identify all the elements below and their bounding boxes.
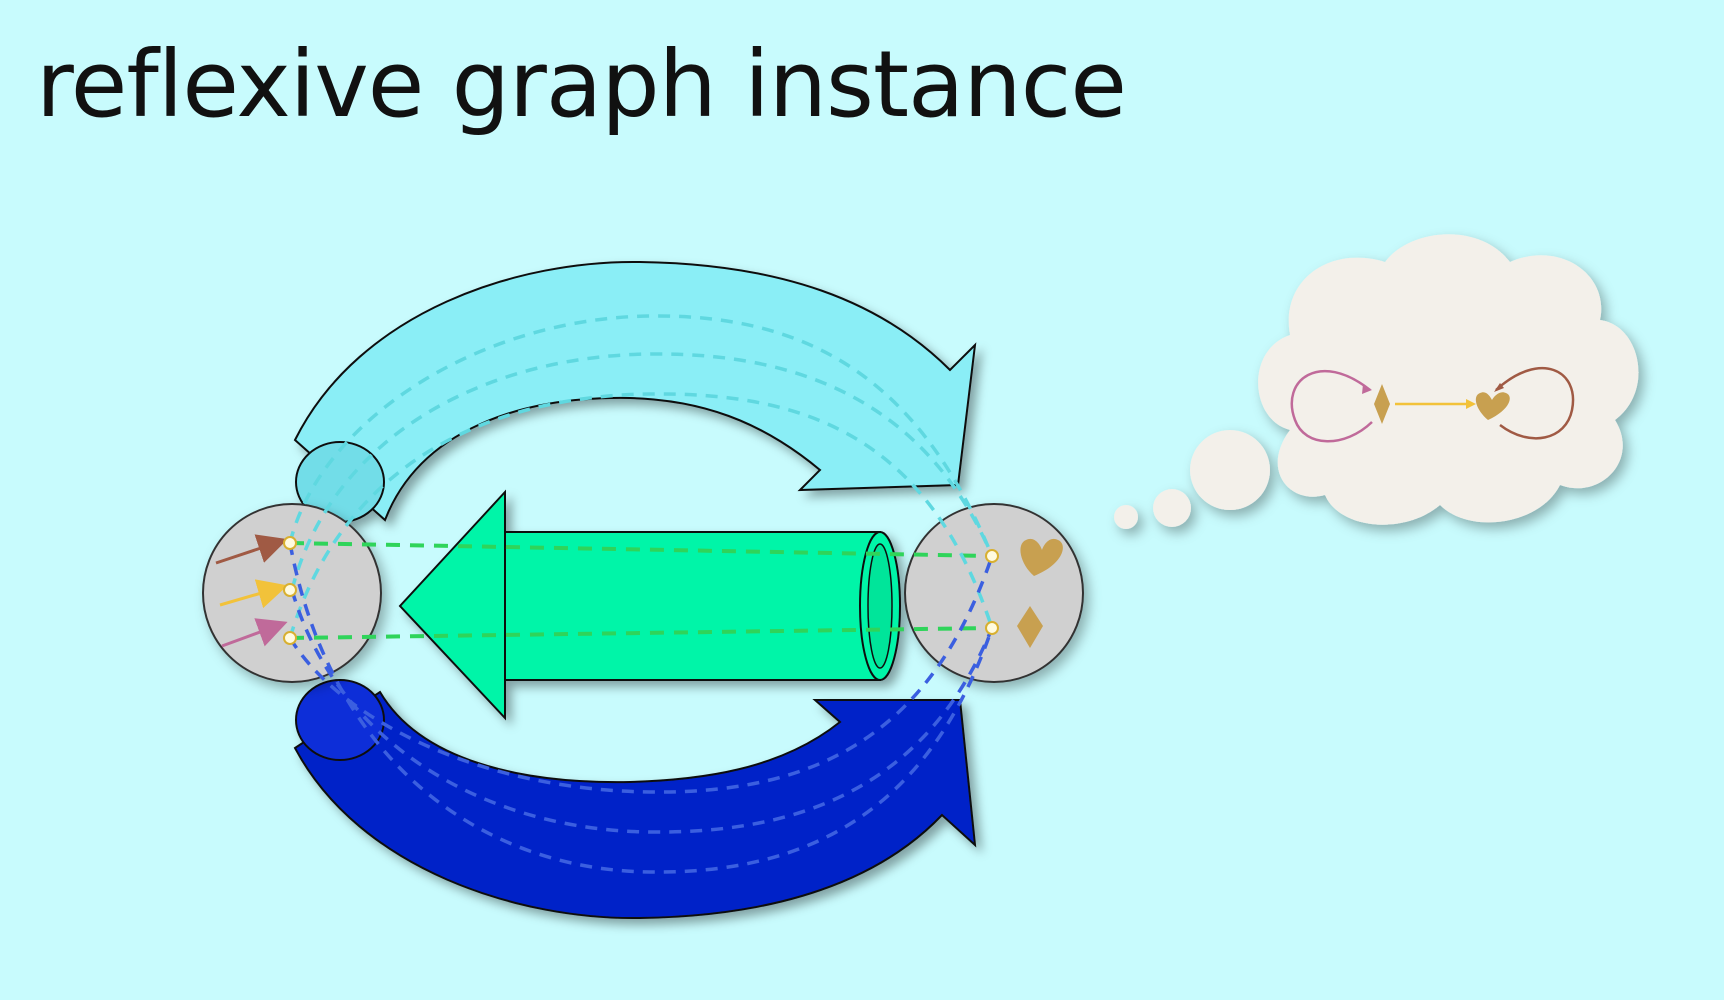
loop-diamond bbox=[1290, 369, 1373, 443]
heart-node-icon bbox=[1475, 392, 1510, 420]
green-connections bbox=[289, 541, 993, 640]
middle-arrow bbox=[398, 489, 901, 721]
bottom-arrow bbox=[293, 679, 977, 920]
arrow-pink bbox=[221, 618, 288, 648]
right-set bbox=[904, 503, 1084, 683]
element-points bbox=[283, 536, 999, 645]
slide-title: reflexive graph instance bbox=[36, 31, 1127, 138]
arrow-brown bbox=[215, 534, 288, 565]
diamond-icon bbox=[1017, 606, 1043, 648]
thought-cloud bbox=[1114, 234, 1639, 529]
cloud-graph bbox=[1290, 366, 1575, 443]
cyan-connections bbox=[288, 314, 994, 639]
loop-heart bbox=[1495, 366, 1575, 440]
top-arrow bbox=[293, 260, 977, 523]
blue-connections bbox=[288, 542, 994, 874]
arrow-yellow bbox=[219, 579, 288, 609]
heart-icon bbox=[1020, 538, 1063, 576]
diamond-node-icon bbox=[1374, 384, 1390, 424]
